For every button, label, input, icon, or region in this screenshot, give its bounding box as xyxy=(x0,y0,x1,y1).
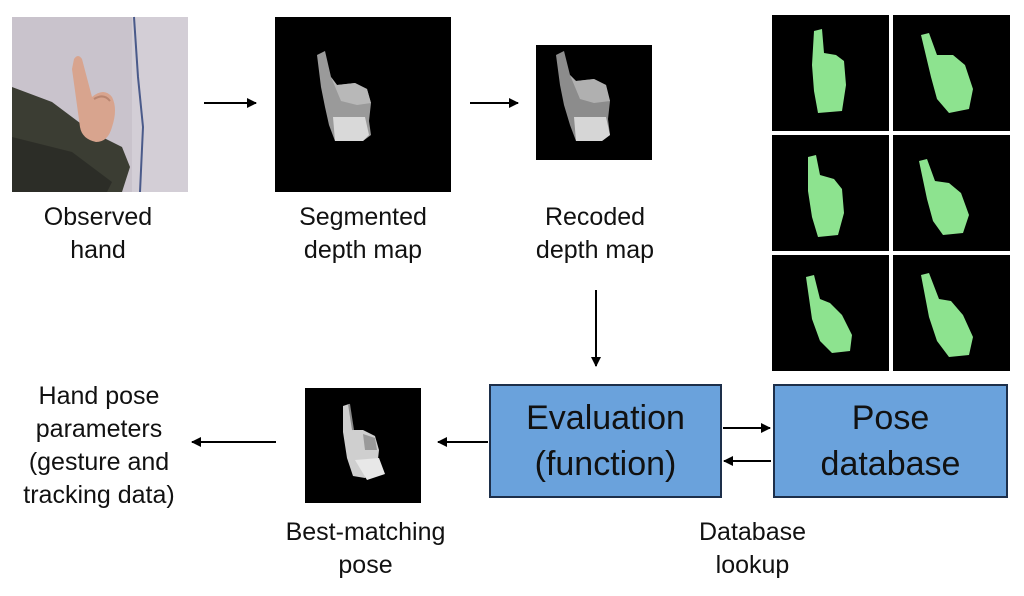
segmented-depth-map-label: Segmented depth map xyxy=(299,203,427,264)
pose-database-tiles xyxy=(772,15,1010,371)
best-matching-pose-render xyxy=(305,388,421,503)
hand-pose-parameters-label: Hand pose parameters (gesture and tracki… xyxy=(23,382,175,509)
pose-tile-5 xyxy=(772,255,889,371)
database-lookup-label: Database lookup xyxy=(698,518,807,579)
pose-tile-1 xyxy=(772,15,889,131)
evaluation-function-box: Evaluation (function) xyxy=(489,384,722,498)
pose-tile-6 xyxy=(893,255,1010,371)
pose-tile-4 xyxy=(893,135,1010,251)
pose-tile-3 xyxy=(772,135,889,251)
observed-hand-label: Observed hand xyxy=(43,203,153,264)
recoded-depth-map-label: Recoded depth map xyxy=(535,203,655,264)
pose-database-box: Pose database xyxy=(773,384,1008,498)
best-matching-pose-label: Best-matching pose xyxy=(285,518,446,579)
observed-hand-photo xyxy=(12,16,188,193)
recoded-depth-map xyxy=(536,45,652,160)
pose-tile-2 xyxy=(893,15,1010,131)
segmented-depth-map xyxy=(275,17,451,192)
